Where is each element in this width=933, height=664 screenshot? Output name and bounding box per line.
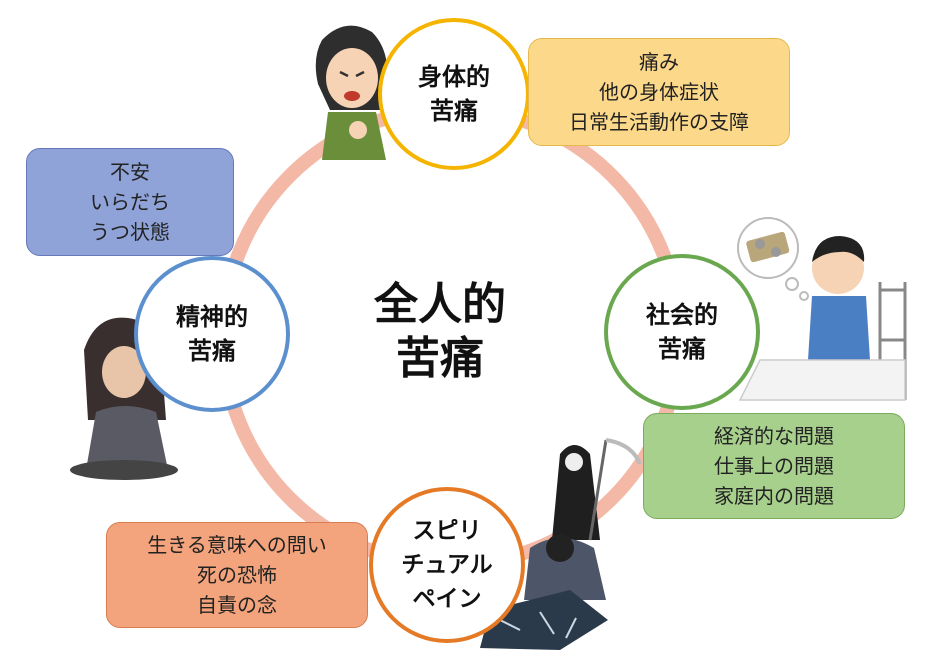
spiritual-pain-label-line3: ペイン: [412, 586, 482, 612]
spiritual-pain-label-line1: スピリ: [412, 518, 482, 544]
detail-item: 痛み: [639, 50, 679, 74]
spiritual-pain-node: スピリ チュアル ペイン: [369, 487, 525, 643]
detail-item: 家庭内の問題: [714, 484, 834, 508]
detail-item: うつ状態: [90, 220, 170, 244]
spiritual-pain-details-box: 生きる意味への問い 死の恐怖 自責の念: [106, 522, 368, 628]
detail-item: 不安: [110, 160, 150, 184]
mental-pain-label-line1: 精神的: [176, 303, 248, 331]
detail-item: 自責の念: [197, 593, 277, 617]
mental-pain-node: 精神的 苦痛: [134, 256, 290, 412]
sick-person-in-bed-illustration: [737, 217, 907, 401]
center-title: 全人的 苦痛: [330, 278, 550, 386]
physical-pain-label-line2: 苦痛: [430, 97, 478, 125]
center-title-line2: 苦痛: [396, 333, 484, 384]
physical-pain-label-line1: 身体的: [418, 63, 490, 91]
spiritual-pain-label-line2: チュアル: [401, 552, 493, 578]
physical-pain-details-box: 痛み 他の身体症状 日常生活動作の支障: [528, 38, 790, 146]
physical-pain-node: 身体的 苦痛: [378, 18, 530, 170]
detail-item: 他の身体症状: [599, 80, 719, 104]
social-pain-label-line2: 苦痛: [658, 335, 706, 363]
detail-item: 日常生活動作の支障: [569, 110, 749, 134]
mental-pain-label-line2: 苦痛: [188, 337, 236, 365]
social-pain-label-line1: 社会的: [646, 301, 718, 329]
center-title-line1: 全人的: [374, 279, 506, 330]
mental-pain-details-box: 不安 いらだち うつ状態: [26, 148, 234, 256]
detail-item: いらだち: [90, 190, 170, 214]
detail-item: 仕事上の問題: [714, 454, 834, 478]
detail-item: 経済的な問題: [714, 424, 834, 448]
detail-item: 死の恐怖: [197, 563, 277, 587]
social-pain-node: 社会的 苦痛: [604, 254, 760, 410]
social-pain-details-box: 経済的な問題 仕事上の問題 家庭内の問題: [643, 413, 905, 519]
detail-item: 生きる意味への問い: [147, 533, 327, 557]
